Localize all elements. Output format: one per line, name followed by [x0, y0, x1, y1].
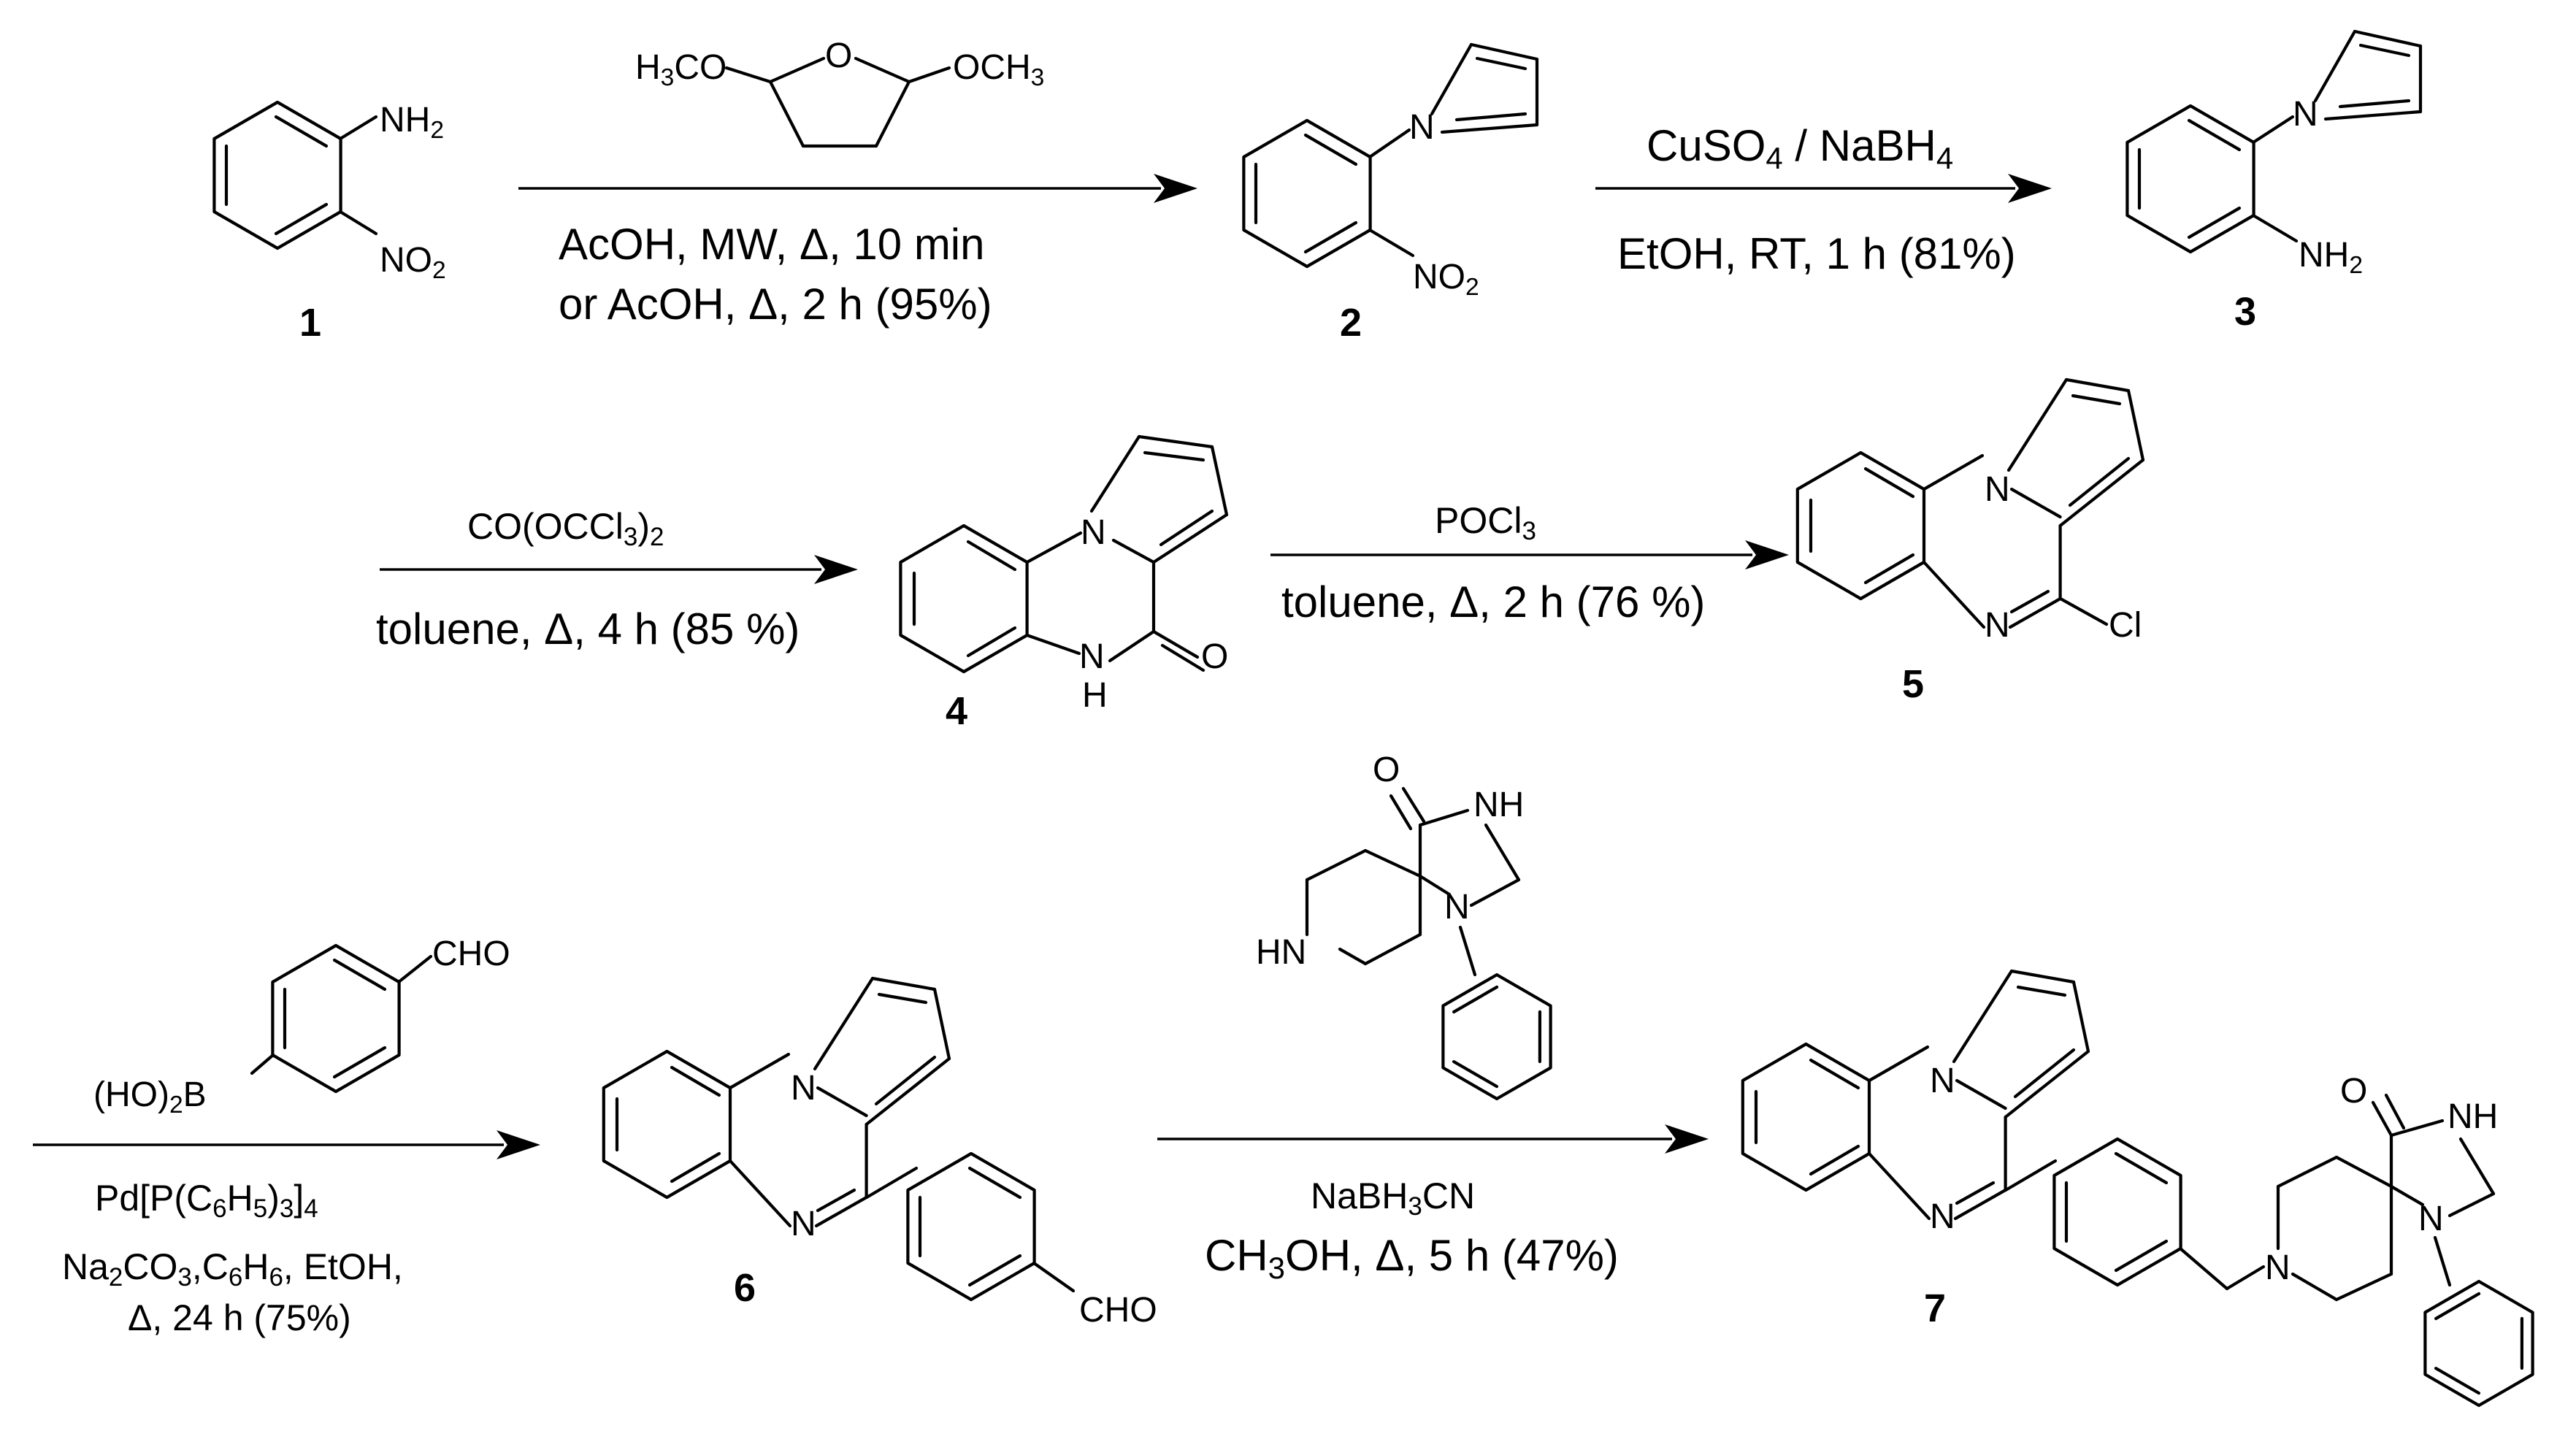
compound-number-5: 5: [1902, 662, 1924, 706]
c1-nh2-label: NH2: [380, 101, 444, 144]
c4-carbonyl-o: O: [1201, 637, 1228, 676]
compound-number-6: 6: [734, 1266, 756, 1310]
c7-carbonyl-o: O: [2340, 1072, 2367, 1110]
step-6-7-line-2: CH3OH, Δ, 5 h (47%): [1205, 1231, 1619, 1285]
dmthf-left-label: H3CO: [635, 48, 727, 91]
arrow-1-2: [518, 174, 1197, 203]
c4-nh-n: N: [1079, 637, 1105, 676]
step-5-6-line-1: Pd[P(C6H5)3]4: [95, 1178, 318, 1223]
arrow-6-7: [1157, 1124, 1709, 1154]
compound-number-3: 3: [2234, 290, 2256, 334]
c6-cho-label: CHO: [1079, 1291, 1157, 1330]
c2-pyrrole-n: N: [1409, 108, 1435, 147]
reagent-spiro-piperidine: O NH N HN: [1256, 751, 1577, 1114]
c6-pyrrole-n: N: [791, 1069, 816, 1108]
step-3-4-above: CO(OCCl3)2: [467, 506, 664, 551]
step-1-2-line-2: or AcOH, Δ, 2 h (95%): [559, 280, 992, 329]
step-3-4-below: toluene, Δ, 4 h (85 %): [376, 605, 800, 653]
dmthf-o-label: O: [825, 37, 852, 75]
c3-nh2-label: NH2: [2299, 236, 2363, 279]
c7-nh-label: NH: [2447, 1097, 2498, 1136]
spiro-hn-label: HN: [1256, 933, 1306, 972]
step-4-5-below: toluene, Δ, 2 h (76 %): [1281, 578, 1705, 626]
compound-1: NH2 NO2 1: [214, 101, 446, 345]
c4-h-label: H: [1082, 676, 1108, 715]
c5-cl-label: Cl: [2109, 606, 2142, 645]
arrow-2-3: CuSO4 / NaBH4 EtOH, RT, 1 h (81%): [1595, 121, 2052, 278]
reagent-dimethoxytetrahydrofuran: H3CO O OCH3: [635, 37, 1044, 148]
step-6-7-line-1: NaBH3CN: [1311, 1175, 1475, 1221]
reagent-formylphenylboronic-acid: CHO (HO)2B: [93, 935, 510, 1119]
spiro-carbonyl-o: O: [1373, 751, 1400, 789]
dmthf-right-label: OCH3: [953, 48, 1044, 91]
compound-number-4: 4: [946, 689, 967, 733]
step-2-3-above: CuSO4 / NaBH4: [1647, 121, 1953, 175]
compound-6: N N CHO 6: [604, 978, 1157, 1330]
c7-piperidine-n: N: [2265, 1248, 2291, 1287]
step-4-5-above: POCl3: [1435, 500, 1536, 545]
step-5-6-line-3: Δ, 24 h (75%): [128, 1297, 351, 1338]
spiro-nh-label: NH: [1473, 786, 1524, 824]
step-2-3-below: EtOH, RT, 1 h (81%): [1617, 229, 2016, 278]
arrow-4-5: POCl3 toluene, Δ, 2 h (76 %): [1270, 500, 1789, 626]
c7-pyrazine-n: N: [1930, 1197, 1955, 1236]
compound-4: N O N H 4: [899, 434, 1228, 733]
boronic-b-label: (HO)2B: [93, 1075, 207, 1119]
step-5-6-line-2: Na2CO3,C6H6, EtOH,: [62, 1246, 403, 1292]
compound-2: N NO2 2: [1243, 45, 1537, 345]
c5-pyrrole-n: N: [1985, 470, 2010, 509]
c3-pyrrole-n: N: [2293, 95, 2318, 134]
c4-pyrrole-n: N: [1081, 513, 1106, 552]
compound-number-7: 7: [1924, 1286, 1946, 1330]
compound-3: N NH2 3: [2127, 31, 2420, 334]
arrow-3-4: CO(OCCl3)2 toluene, Δ, 4 h (85 %): [376, 506, 858, 653]
boronic-cho-label: CHO: [432, 935, 510, 973]
step-1-2-line-1: AcOH, MW, Δ, 10 min: [559, 220, 985, 269]
c6-pyrazine-n: N: [791, 1205, 816, 1243]
compound-5: N N Cl 5: [1798, 380, 2143, 706]
compound-number-1: 1: [299, 301, 321, 345]
compound-number-2: 2: [1340, 301, 1362, 345]
c1-no2-label: NO2: [380, 241, 446, 284]
compound-7: N N N O NH N 7: [1743, 971, 2560, 1421]
arrow-5-6: [33, 1130, 540, 1159]
c5-pyrazine-n: N: [1985, 606, 2010, 645]
c7-pyrrole-n: N: [1930, 1062, 1955, 1100]
c2-no2-label: NO2: [1413, 258, 1479, 301]
